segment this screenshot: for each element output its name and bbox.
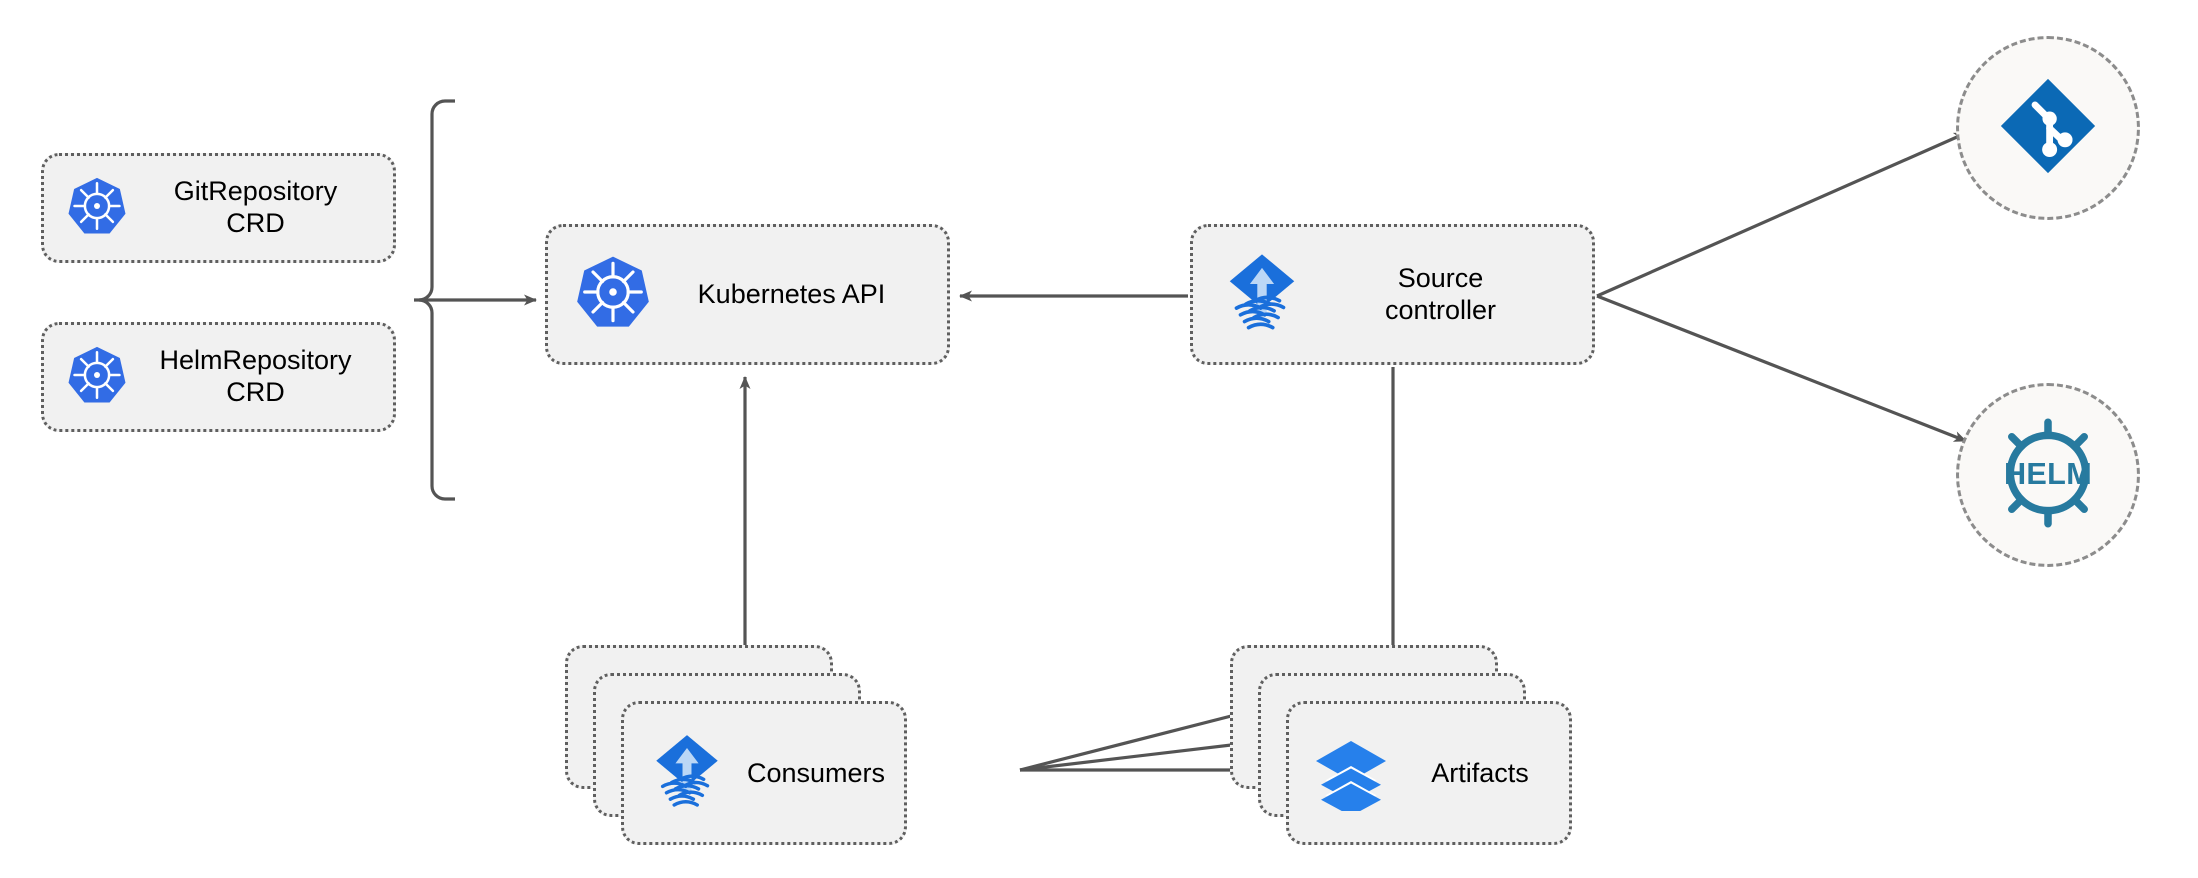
artifacts-stack[interactable]: Artifacts	[1230, 645, 1572, 845]
layers-icon	[1311, 731, 1391, 816]
flux-icon	[1219, 249, 1305, 340]
kubernetes-api-label: Kubernetes API	[697, 278, 886, 309]
consumers-label: Consumers	[746, 757, 886, 788]
kubernetes-icon	[66, 344, 128, 411]
helm-endpoint[interactable]: HELM	[1956, 383, 2140, 567]
helm-icon: HELM	[1992, 417, 2104, 534]
kubernetes-api-node[interactable]: Kubernetes API	[545, 224, 950, 365]
helm-wordmark: HELM	[2004, 457, 2092, 491]
crd-group-brace	[418, 99, 455, 501]
git-icon	[1996, 74, 2100, 183]
kubernetes-icon	[574, 253, 652, 336]
consumers-stack[interactable]: Consumers	[565, 645, 907, 845]
consumers-card-front[interactable]: Consumers	[621, 701, 907, 845]
artifacts-card-front[interactable]: Artifacts	[1286, 701, 1572, 845]
git-endpoint[interactable]	[1956, 36, 2140, 220]
edge-source-to-helm	[1596, 294, 1967, 443]
edge-source-to-git	[1596, 131, 1967, 298]
flux-icon	[646, 730, 728, 817]
edge-consumers-to-artifacts-2	[1019, 736, 1266, 772]
artifacts-label: Artifacts	[1431, 757, 1529, 788]
kubernetes-icon	[66, 175, 128, 242]
edge-consumers-to-artifacts-1	[1019, 710, 1244, 772]
